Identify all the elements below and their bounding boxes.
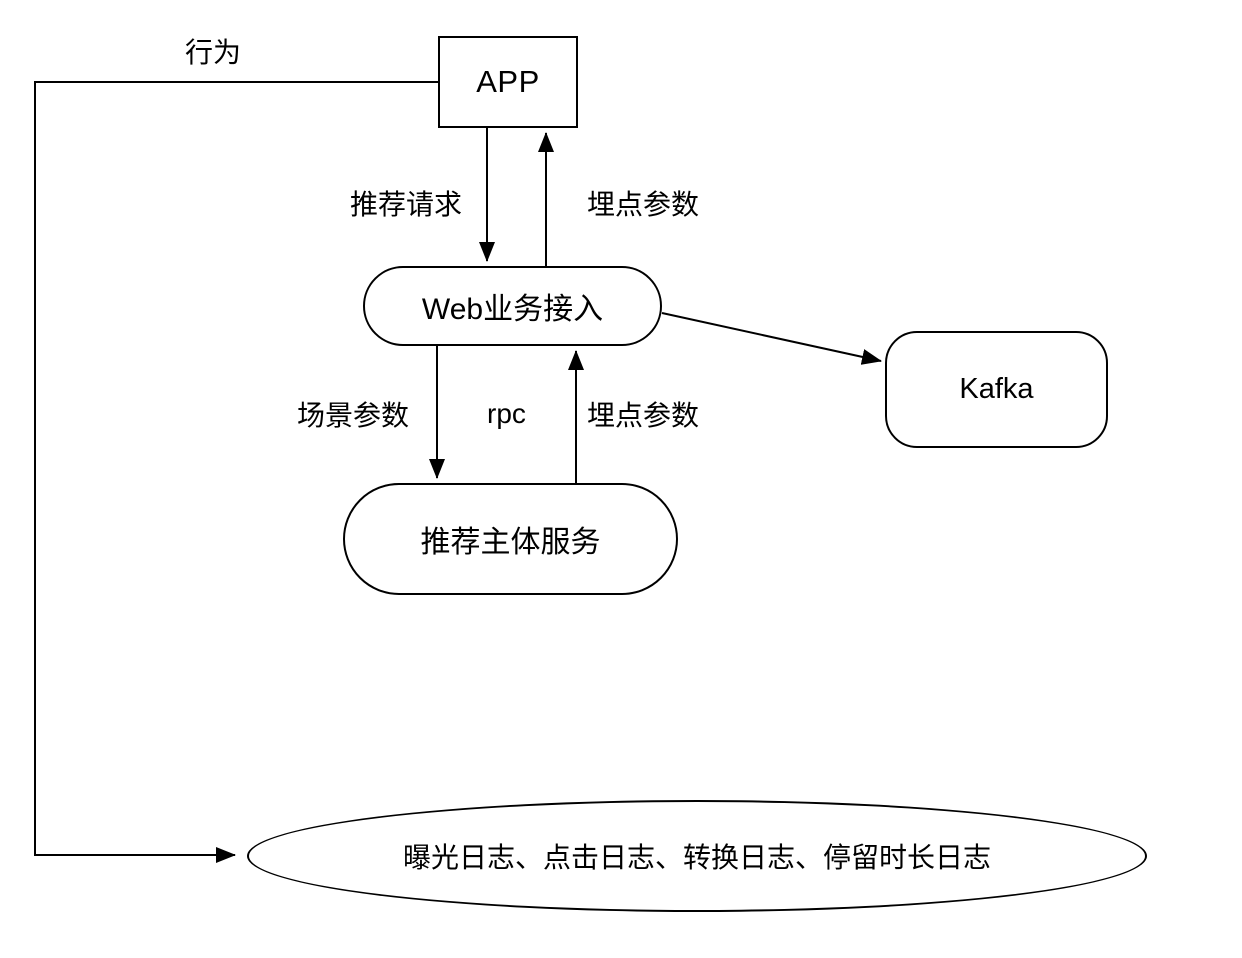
- node-app: APP: [438, 36, 578, 128]
- node-kafka: Kafka: [885, 331, 1108, 448]
- node-web-gateway-label: Web业务接入: [421, 293, 604, 326]
- node-app-label: APP: [476, 64, 540, 99]
- edge-app-to-logs: [34, 81, 438, 863]
- edge-label-tracking-params-top: 埋点参数: [587, 189, 700, 220]
- edge-web-to-kafka: [661, 312, 882, 365]
- edge-label-tracking-params-mid: 埋点参数: [587, 400, 700, 431]
- node-kafka-label: Kafka: [959, 373, 1034, 405]
- edge-label-scene-params: 场景参数: [297, 400, 410, 431]
- node-logs-ellipse: 曝光日志、点击日志、转换日志、停留时长日志: [247, 800, 1147, 912]
- edge-label-recommend-request: 推荐请求: [350, 189, 463, 220]
- edge-label-behavior: 行为: [185, 37, 242, 68]
- node-recommend-service: 推荐主体服务: [343, 483, 678, 595]
- node-logs-label: 曝光日志、点击日志、转换日志、停留时长日志: [402, 842, 991, 873]
- node-recommend-service-label: 推荐主体服务: [420, 526, 601, 559]
- edge-label-rpc: rpc: [487, 398, 526, 429]
- node-web-gateway: Web业务接入: [363, 266, 662, 346]
